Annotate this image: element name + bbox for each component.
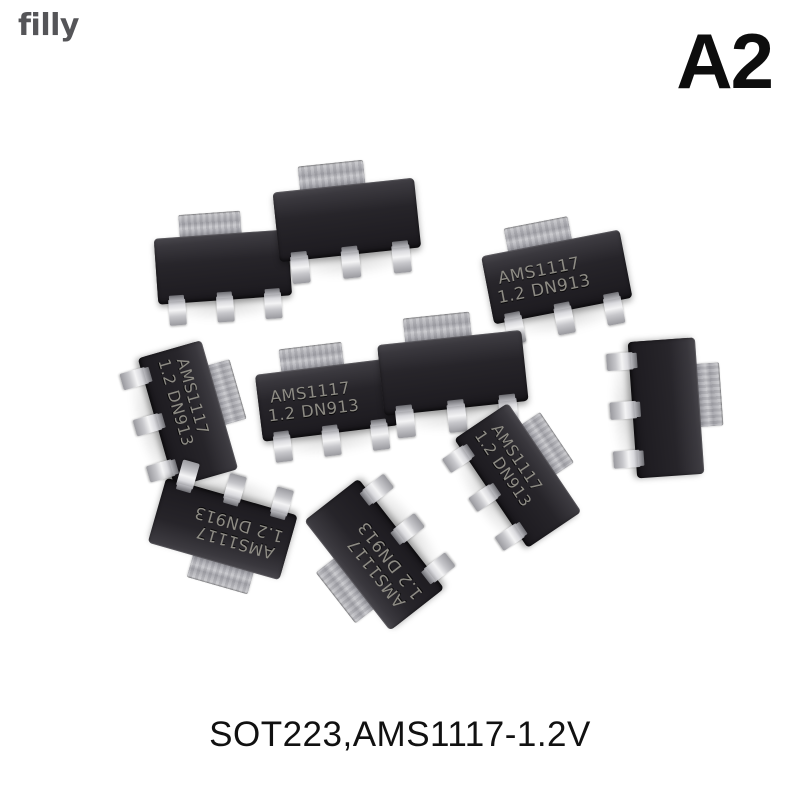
lead-pin-1 [270,486,295,517]
sot223-component-top-center-blank: AMS1117 1.2 DN913 [262,154,433,289]
lead-pin-1 [423,552,456,583]
lead-pin-3 [175,459,200,490]
lead-pin-2 [321,428,342,457]
lead-pin-1 [119,366,150,391]
lead-pin-2 [392,512,426,544]
grade-badge-a2: A2 [676,17,774,105]
lead-pin-3 [612,449,641,469]
lead-pin-1 [272,434,294,463]
watermark-filly: filly [18,8,79,43]
lead-pin-1 [605,351,634,372]
lead-pin-1 [394,408,417,439]
sot223-component-far-right-rotated: AMS1117 1.2 DN913 [603,328,728,489]
lead-pin-1 [441,445,473,474]
lead-pin-2 [468,484,499,513]
product-caption: SOT223,AMS1117-1.2V [209,715,591,754]
lead-pin-2 [340,249,362,279]
lead-pin-2 [215,295,235,323]
lead-pin-3 [602,295,626,326]
lead-pin-3 [494,523,525,552]
lead-pin-2 [223,472,248,504]
lead-pin-1 [290,254,311,285]
lead-pin-3 [391,244,413,274]
lead-pin-1 [168,298,187,326]
lead-pin-2 [609,400,638,420]
lead-pin-2 [553,305,577,336]
sot223-component-bottom-center-inverted: AMS1117 1.2 DN913 [281,457,469,652]
lead-pin-3 [263,292,283,320]
lead-pin-2 [132,413,163,437]
lead-pin-3 [362,473,395,505]
